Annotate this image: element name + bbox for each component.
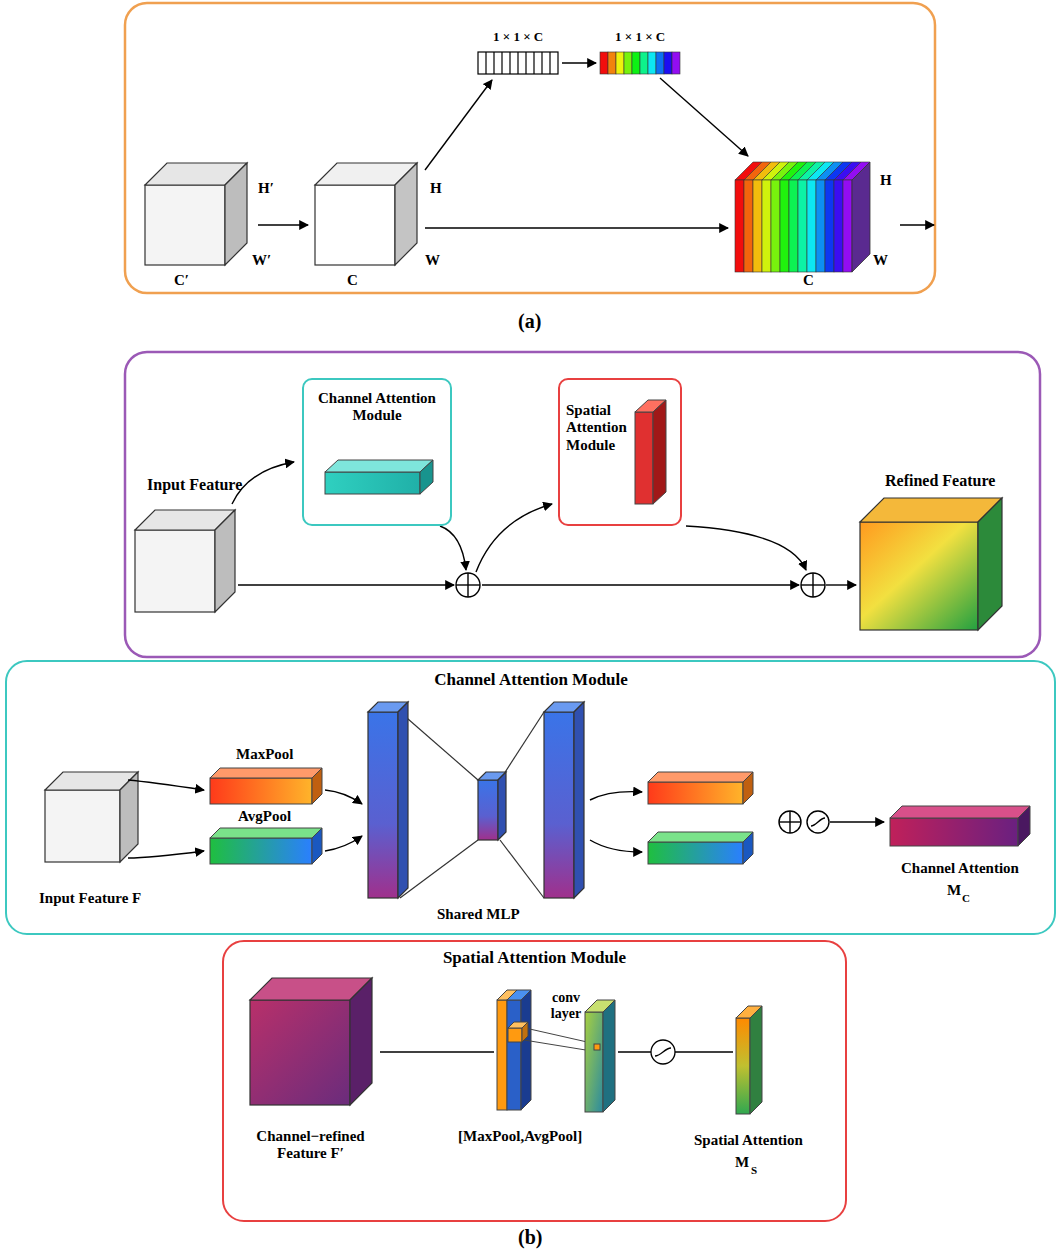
cube-refined — [860, 498, 1002, 630]
stroke — [549, 52, 550, 74]
module-panel: Spatial Attention Module — [222, 940, 847, 1222]
stroke — [780, 180, 789, 272]
stroke — [624, 52, 632, 74]
add-symbol — [456, 573, 825, 597]
stroke — [744, 180, 753, 272]
stroke — [485, 52, 486, 74]
mlp-label: Shared MLP — [437, 906, 520, 923]
stroke — [807, 180, 816, 272]
stroke — [648, 52, 656, 74]
cube-channel-refined — [250, 978, 372, 1105]
stroke — [834, 180, 843, 272]
lines-spatial — [380, 1040, 733, 1064]
pool-label: [MaxPool,AvgPool] — [458, 1128, 582, 1145]
add-sigmoid-symbols — [779, 811, 829, 833]
cube-conv — [315, 163, 417, 265]
panel-tag: (a) — [518, 310, 541, 333]
pooled-maps — [497, 990, 531, 1110]
stroke — [656, 52, 664, 74]
stroke — [640, 52, 648, 74]
stroke — [493, 52, 494, 74]
vector-size: 1 × 1 × C — [493, 30, 543, 45]
stroke — [525, 52, 526, 74]
subscript: C — [962, 892, 970, 905]
feature-label: Refined Feature — [885, 472, 995, 490]
stroke — [541, 52, 542, 74]
module-panel: Channel Attention Module — [5, 660, 1056, 935]
module-box: Spatial Attention Module — [558, 378, 682, 526]
dim-label: H — [880, 172, 892, 189]
squeeze-vector — [478, 52, 558, 74]
channel-slab — [325, 460, 433, 494]
stroke — [533, 52, 534, 74]
module-box: Channel Attention Module — [302, 378, 452, 526]
stroke — [843, 180, 852, 272]
panel-b-frame — [125, 352, 1040, 657]
stroke — [517, 52, 518, 74]
arrows-b — [232, 462, 856, 585]
panel-heading: Channel Attention Module — [11, 670, 1051, 690]
module-name: Channel Attention Module — [308, 390, 446, 425]
shared-mlp — [368, 702, 584, 898]
conv-output — [585, 1000, 615, 1112]
spatial-slab — [635, 400, 666, 504]
scaled-feature-block — [735, 162, 870, 272]
excitation-vector — [600, 52, 680, 74]
dim-label: H — [430, 180, 442, 197]
pool-label: MaxPool — [236, 746, 294, 763]
stroke — [501, 52, 502, 74]
feature-label: Input Feature — [147, 476, 242, 494]
cube-input — [135, 510, 235, 612]
subscript: S — [751, 1164, 757, 1177]
stroke — [509, 52, 510, 74]
output-label: Channel Attention — [901, 860, 1019, 877]
channel-attention-bar — [890, 806, 1030, 846]
output-label: M — [947, 882, 961, 899]
panel-a-frame — [125, 3, 935, 293]
dim-label: C′ — [174, 272, 189, 289]
dim-label: H′ — [258, 180, 274, 197]
dim-label: C — [347, 272, 358, 289]
dim-label: W′ — [252, 252, 271, 269]
stroke — [825, 180, 834, 272]
avgpool-bar — [210, 828, 322, 864]
cube-input — [45, 772, 138, 862]
conv-label: conv layer — [546, 990, 586, 1022]
panel-heading: Spatial Attention Module — [227, 948, 842, 968]
stroke — [852, 162, 870, 272]
mlp-outputs — [648, 772, 753, 864]
stroke — [735, 180, 744, 272]
stroke — [771, 180, 780, 272]
spatial-attention-map — [736, 1006, 762, 1114]
stroke — [600, 52, 608, 74]
output-label: M — [735, 1154, 749, 1171]
stroke — [632, 52, 640, 74]
stroke — [664, 52, 672, 74]
pool-label: AvgPool — [238, 808, 291, 825]
arrows-channel — [128, 780, 884, 858]
dim-label: C — [803, 272, 814, 289]
dim-label: W — [873, 252, 888, 269]
output-label: Spatial Attention — [694, 1132, 803, 1149]
module-name: Spatial Attention Module — [566, 402, 638, 454]
stroke — [762, 180, 771, 272]
feature-label: Channel−refined Feature F′ — [248, 1128, 373, 1163]
stroke — [798, 180, 807, 272]
feature-label: Input Feature F — [39, 890, 141, 907]
maxpool-bar — [210, 768, 322, 804]
stroke — [789, 180, 798, 272]
cube-input — [145, 163, 247, 265]
vector-size: 1 × 1 × C — [615, 30, 665, 45]
arrows-a — [258, 63, 934, 228]
panel-tag: (b) — [518, 1226, 542, 1249]
stroke — [753, 180, 762, 272]
stroke — [672, 52, 680, 74]
stroke — [608, 52, 616, 74]
stroke — [816, 180, 825, 272]
stroke — [616, 52, 624, 74]
dim-label: W — [425, 252, 440, 269]
